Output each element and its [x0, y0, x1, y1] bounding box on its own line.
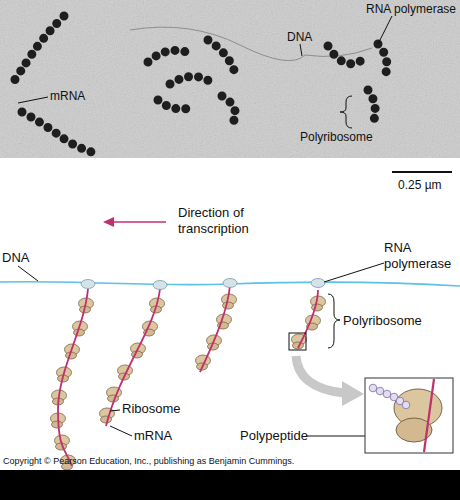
ribosome-chain — [148, 50, 192, 62]
ribosome — [196, 355, 211, 370]
leader-lines — [18, 16, 392, 128]
direction-arrow — [112, 221, 166, 223]
mrna-strands — [58, 285, 318, 466]
leader-line — [306, 436, 365, 437]
label: mRNA — [50, 89, 85, 103]
polypeptide-chain — [369, 384, 410, 409]
ribosome-chain — [222, 96, 235, 124]
ribosome-chain — [158, 100, 190, 109]
ribosome — [118, 365, 133, 380]
mrna-strand — [298, 290, 318, 348]
label: Copyright © Pearson Education, Inc., pub… — [3, 456, 458, 467]
ribosome-chain — [208, 40, 236, 76]
ribosome-chain — [378, 44, 387, 78]
mrna-strand — [58, 289, 88, 466]
rna-polymerase — [223, 279, 237, 288]
amino-acid — [383, 390, 391, 398]
arrow-head — [342, 381, 364, 406]
label: Ribosome — [122, 401, 181, 417]
label: Polypeptide — [240, 428, 308, 444]
rna-polymerase — [81, 280, 95, 289]
ribosome-chain — [22, 112, 98, 154]
bottom-band — [0, 470, 460, 500]
micrograph-grain — [0, 0, 460, 158]
arrow-head — [103, 217, 114, 227]
amino-acid — [376, 387, 384, 395]
inset-marker — [289, 333, 306, 350]
label: DNA — [287, 30, 312, 44]
label: Polyribosome — [343, 313, 422, 329]
leader-line — [378, 16, 392, 44]
ribosome-chain — [368, 90, 375, 126]
leader-line — [110, 426, 132, 436]
zoom-arrow — [296, 356, 344, 393]
label: Direction of transcription — [178, 205, 274, 236]
inset-box — [365, 378, 453, 453]
bracket — [340, 96, 352, 128]
mrna-strand — [424, 379, 434, 452]
ribosome-chain — [12, 16, 64, 84]
rna-polymerase — [153, 281, 167, 290]
ribosomes — [51, 294, 326, 470]
amino-acid — [369, 384, 377, 392]
rna-polymerases — [81, 279, 325, 290]
leader-line — [110, 410, 120, 411]
amino-acid — [402, 401, 410, 409]
label: RNA polymerase — [384, 240, 456, 271]
leader-line — [18, 266, 38, 281]
ribosome-chain — [328, 46, 362, 64]
label: RNA polymerase — [366, 2, 456, 16]
leader-lines — [18, 263, 384, 436]
leader-line — [324, 263, 384, 282]
micrograph-background — [0, 0, 460, 158]
ribosome-chains — [12, 16, 387, 154]
mrna-strand — [200, 285, 230, 372]
scale-bar — [392, 171, 452, 173]
leader-line — [18, 97, 48, 103]
label: mRNA — [134, 428, 172, 444]
label: DNA — [2, 250, 29, 266]
label: Polyribosome — [300, 130, 373, 144]
bracket — [328, 294, 340, 348]
label: 0.25 µm — [398, 178, 442, 192]
leader-line — [300, 44, 302, 56]
rna-polymerase — [311, 279, 325, 288]
ribosome-chain — [170, 76, 216, 86]
